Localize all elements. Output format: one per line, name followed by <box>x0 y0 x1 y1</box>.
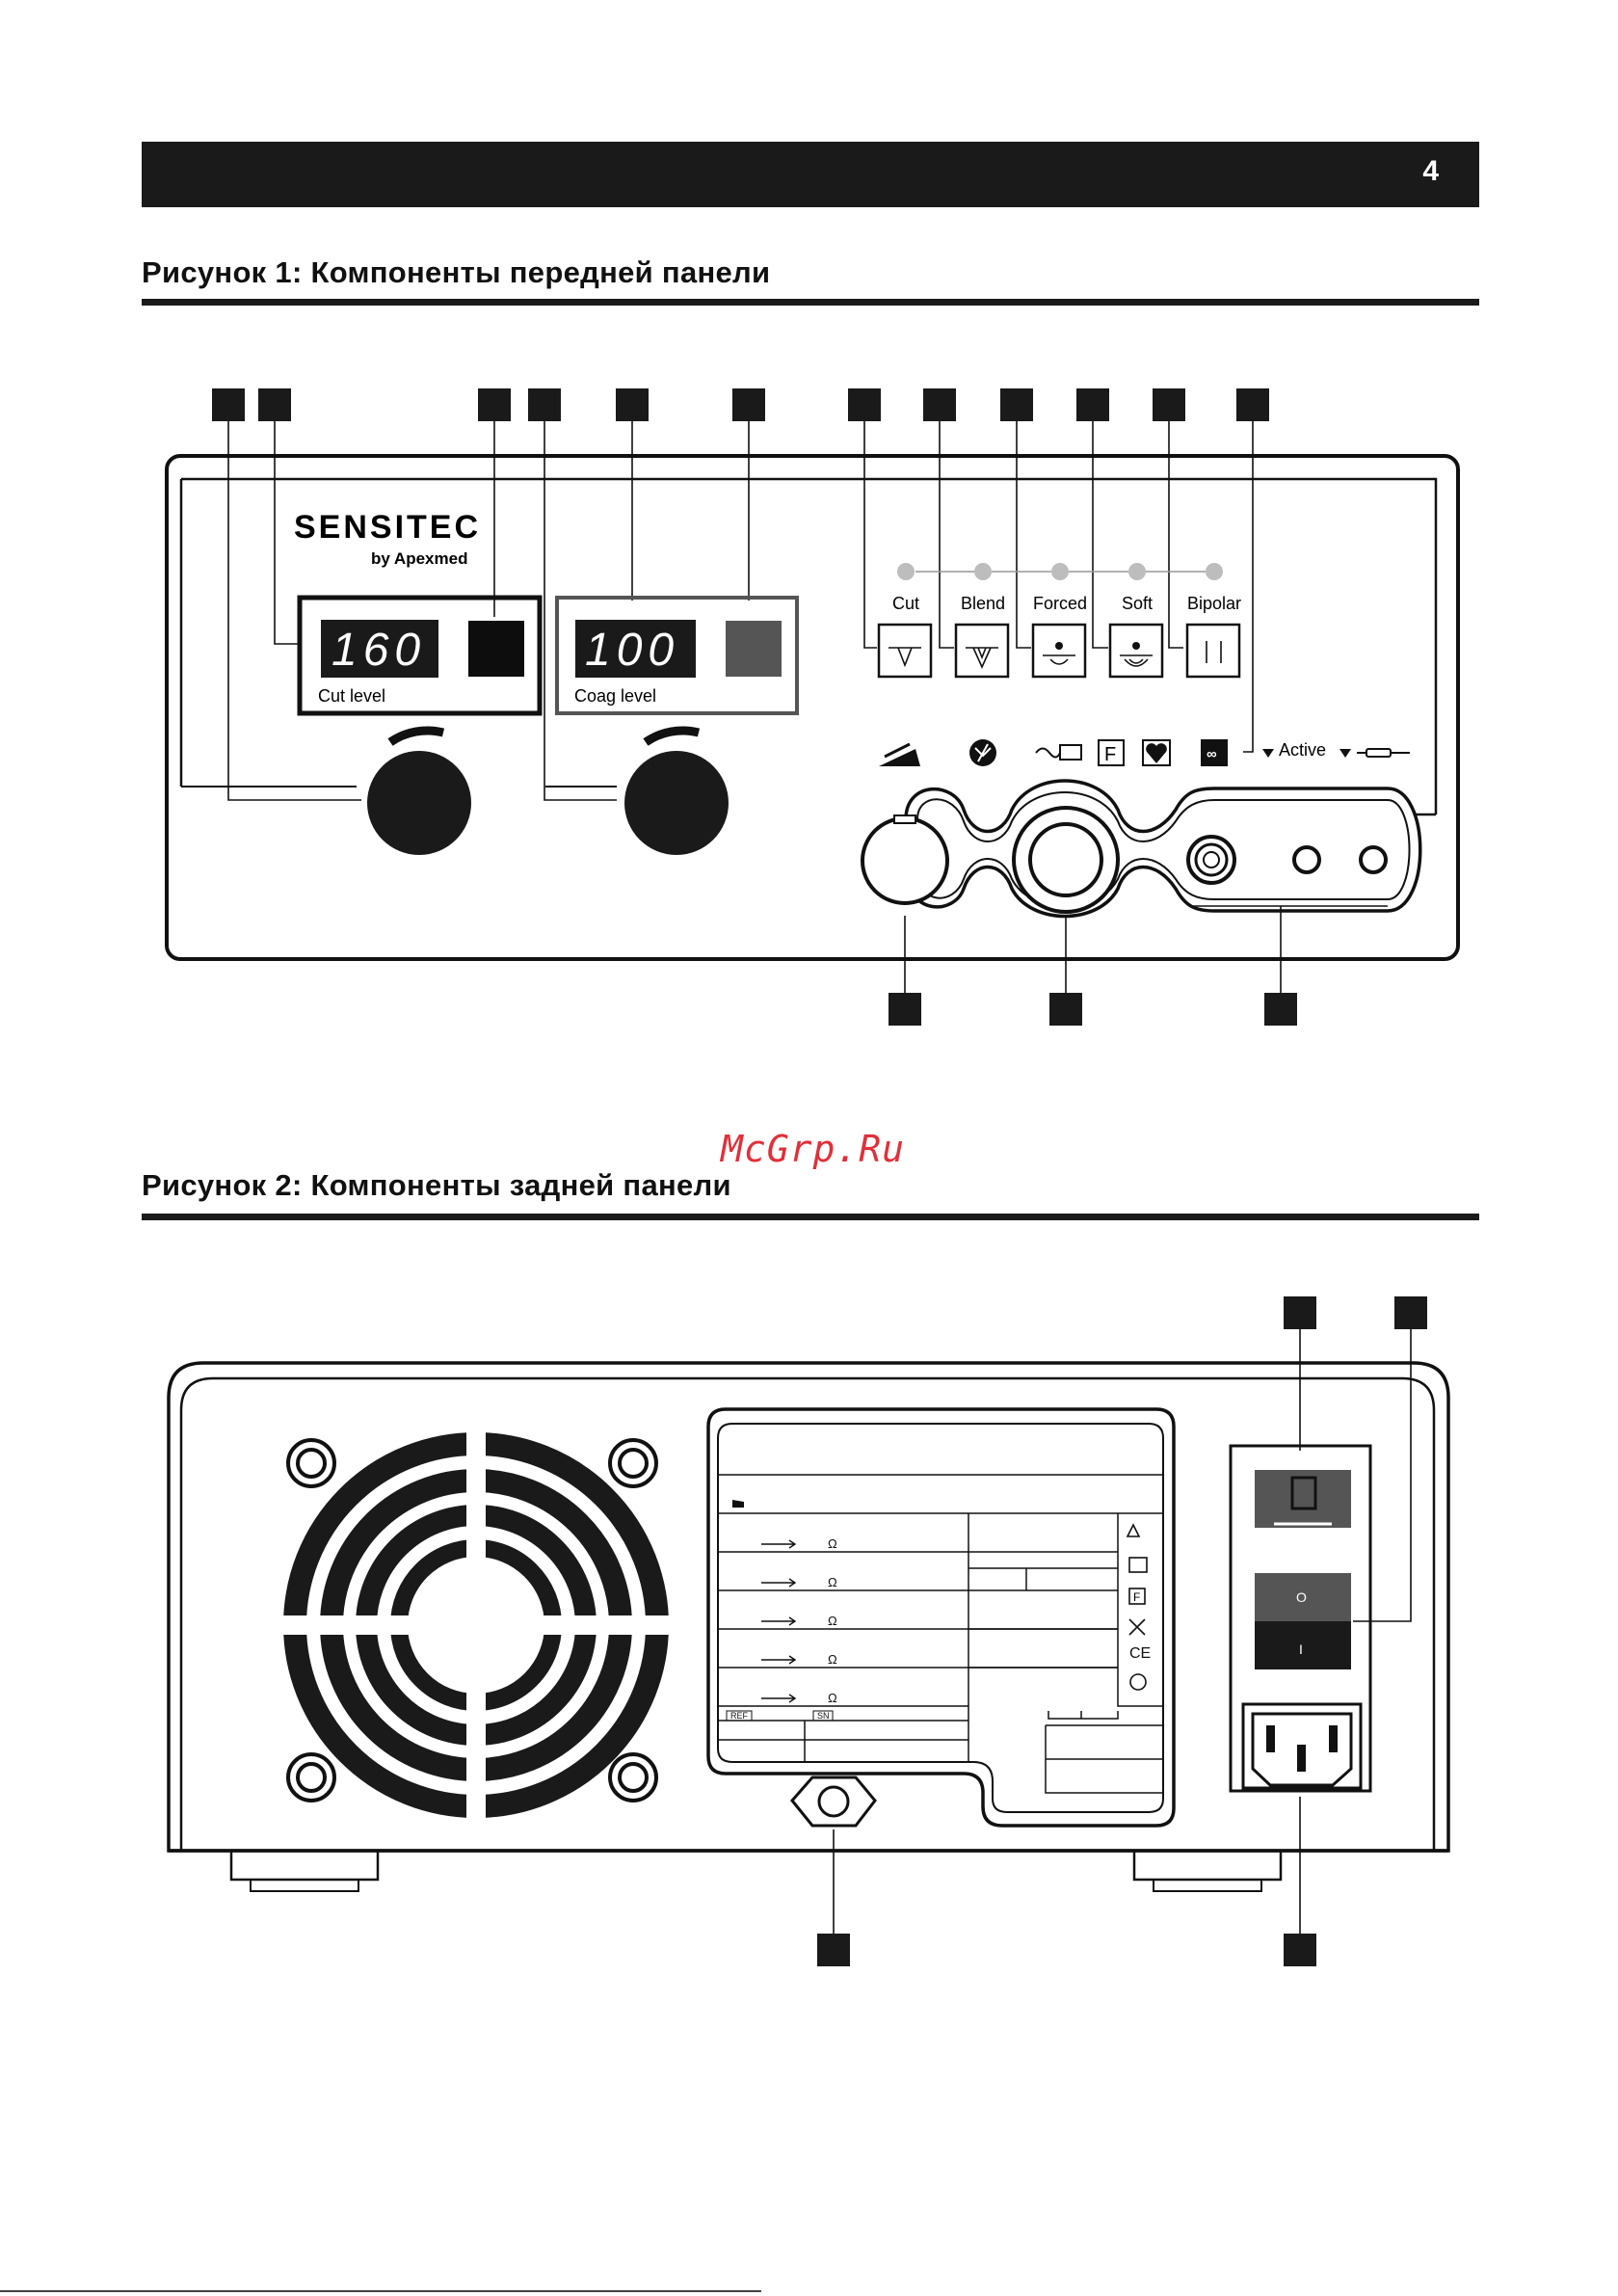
cooling-fan <box>278 1427 675 1824</box>
cut-level-display: 160 <box>332 625 426 676</box>
svg-text:Ω: Ω <box>828 1614 837 1628</box>
mode-label-bipolar: Bipolar <box>1187 594 1241 613</box>
svg-text:REF: REF <box>730 1711 749 1721</box>
bipolar-mode-button <box>1187 625 1239 677</box>
eac-icon <box>1130 1674 1146 1690</box>
mode-labels: Cut Blend Forced Soft Bipolar <box>892 594 1241 613</box>
bipolar-icon <box>1207 641 1221 663</box>
defib-proof-icon <box>1143 740 1170 765</box>
coag-level-label: Coag level <box>574 686 656 706</box>
ce-mark: CE <box>1129 1645 1151 1662</box>
cut-indicator <box>468 621 524 677</box>
svg-text:Ω: Ω <box>828 1575 837 1589</box>
callout-markers-top <box>212 388 1269 421</box>
svg-text:Ω: Ω <box>828 1652 837 1667</box>
manufacturer-icon <box>732 1500 744 1508</box>
svg-text:∞: ∞ <box>1207 746 1217 762</box>
weee-icon <box>1129 1619 1145 1635</box>
rear-panel-diagram: Ω Ω Ω Ω Ω REF SN CE F O I <box>0 1253 1618 2024</box>
soft-icon <box>1120 655 1153 666</box>
cut-knob <box>367 731 471 855</box>
bipolar-socket-right <box>1361 847 1386 872</box>
mode-label-cut: Cut <box>892 594 919 613</box>
svg-text:F: F <box>1133 1590 1140 1604</box>
coag-indicator <box>726 621 782 677</box>
power-module: O I <box>1231 1446 1370 1791</box>
mode-label-soft: Soft <box>1122 594 1153 613</box>
coag-level-display: 100 <box>585 625 679 676</box>
footswitch-icon <box>879 744 920 766</box>
svg-text:Ω: Ω <box>828 1691 837 1705</box>
soft-mode-button <box>1110 625 1162 677</box>
forced-mode-button <box>1033 625 1085 677</box>
defib-icon <box>1129 1558 1147 1572</box>
f-type-letter: F <box>1104 744 1116 765</box>
switch-on-symbol: I <box>1299 1642 1303 1657</box>
rating-label <box>708 1409 1174 1826</box>
footswitch-socket <box>862 818 947 903</box>
electrode-pencil-icon <box>1357 749 1410 757</box>
equipotential-terminal <box>792 1777 875 1826</box>
forced-icon <box>1043 655 1075 664</box>
mode-label-forced: Forced <box>1033 594 1087 613</box>
bipolar-socket-left <box>1294 847 1319 872</box>
bottom-rule <box>0 2290 761 2292</box>
cut-level-label: Cut level <box>318 686 385 706</box>
blend-icon <box>966 648 998 667</box>
watermark: McGrp.Ru <box>721 1128 905 1170</box>
svg-text:SN: SN <box>817 1711 830 1721</box>
callout-markers-bottom <box>889 993 1297 1026</box>
mode-label-blend: Blend <box>961 594 1005 613</box>
patient-plate-icon <box>1036 745 1081 760</box>
brand-logo: SENSITEC <box>294 509 481 546</box>
figure2-title: Рисунок 2: Компоненты задней панели <box>142 1168 731 1203</box>
brand-sub: by Apexmed <box>371 549 467 568</box>
cut-mode-button <box>879 625 931 677</box>
connector-panel <box>906 781 1420 917</box>
switch-off-symbol: O <box>1296 1589 1307 1605</box>
front-panel-diagram: SENSITEC by Apexmed 160 Cut level 100 Co… <box>0 0 1618 1060</box>
cut-icon <box>889 648 921 665</box>
figure2-rule <box>142 1214 1479 1220</box>
active-label: Active <box>1279 740 1326 760</box>
svg-text:Ω: Ω <box>828 1536 837 1551</box>
radiation-icon <box>1127 1525 1139 1536</box>
coag-knob <box>624 731 729 855</box>
